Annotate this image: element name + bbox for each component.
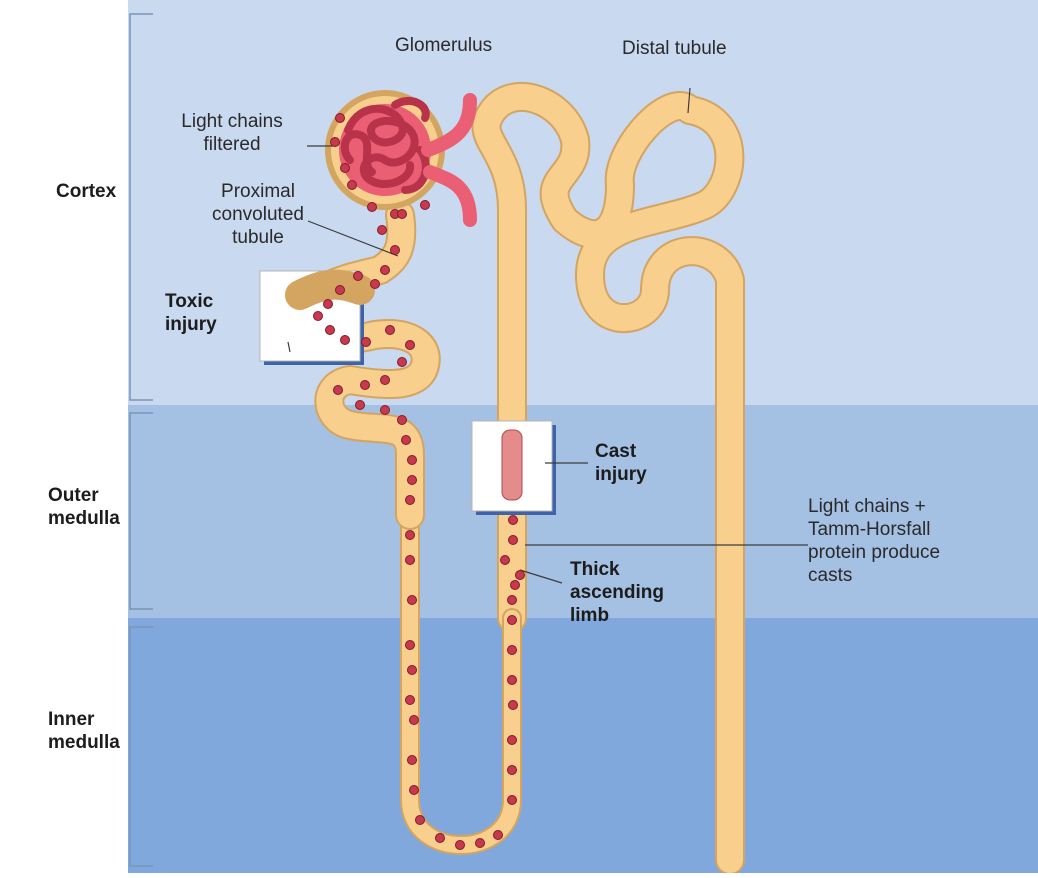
light-chain-particle xyxy=(398,210,407,219)
light-chain-particle xyxy=(406,341,415,350)
light-chain-particle xyxy=(314,312,323,321)
light-chain-particle xyxy=(416,816,425,825)
cortex-label: Cortex xyxy=(56,180,116,203)
light-chain-particle xyxy=(371,280,380,289)
distal-tubule-label: Distal tubule xyxy=(622,37,727,60)
light-chain-particle xyxy=(456,841,465,850)
light-chain-particle xyxy=(398,358,407,367)
light-chain-particle xyxy=(509,536,518,545)
glomerulus-label: Glomerulus xyxy=(395,34,492,57)
light-chain-particle xyxy=(509,516,518,525)
cast-icon xyxy=(502,430,522,500)
light-chain-particle xyxy=(398,416,407,425)
thick-ascending-limb-label: Thick ascending limb xyxy=(570,558,664,627)
light-chain-particle xyxy=(511,581,520,590)
light-chain-particle xyxy=(324,300,333,309)
light-chain-particle xyxy=(408,456,417,465)
light-chain-particle xyxy=(408,756,417,765)
toxic-injury-box xyxy=(260,271,364,365)
light-chain-particle xyxy=(494,831,503,840)
light-chain-particle xyxy=(356,401,365,410)
casts-note-label: Light chains + Tamm-Horsfall protein pro… xyxy=(808,495,940,587)
light-chain-particle xyxy=(381,376,390,385)
light-chain-particle xyxy=(341,336,350,345)
light-chain-particle xyxy=(436,834,445,843)
light-chain-particle xyxy=(509,701,518,710)
light-chain-particle xyxy=(381,266,390,275)
outer-medulla-label: Outer medulla xyxy=(48,484,120,530)
light-chain-particle xyxy=(361,381,370,390)
light-chain-particle xyxy=(408,596,417,605)
light-chain-particle xyxy=(362,338,371,347)
light-chain-particle xyxy=(508,766,517,775)
light-chain-particle xyxy=(354,272,363,281)
light-chain-particle xyxy=(326,326,335,335)
light-chain-particle xyxy=(406,556,415,565)
light-chain-particle xyxy=(406,496,415,505)
light-chain-particle xyxy=(406,531,415,540)
light-chain-particle xyxy=(391,246,400,255)
light-chain-particle xyxy=(406,696,415,705)
light-chain-particle xyxy=(331,138,340,147)
inner-medulla-band xyxy=(128,618,1038,873)
light-chain-particle xyxy=(516,571,525,580)
inner-medulla-label: Inner medulla xyxy=(48,708,120,754)
light-chain-particle xyxy=(476,839,485,848)
light-chain-particle xyxy=(406,641,415,650)
proximal-tubule-label: Proximal convoluted tubule xyxy=(183,180,333,249)
light-chain-particle xyxy=(336,114,345,123)
light-chain-particle xyxy=(410,786,419,795)
light-chain-particle xyxy=(508,616,517,625)
light-chain-particle xyxy=(410,716,419,725)
light-chain-particle xyxy=(402,436,411,445)
light-chain-particle xyxy=(334,386,343,395)
light-chain-particle xyxy=(381,406,390,415)
light-chain-particle xyxy=(508,736,517,745)
cast-injury-box xyxy=(472,421,556,515)
light-chain-particle xyxy=(508,796,517,805)
light-chain-particle xyxy=(408,476,417,485)
light-chain-particle xyxy=(508,646,517,655)
light-chain-particle xyxy=(408,666,417,675)
toxic-injury-label: Toxic injury xyxy=(165,290,217,336)
light-chain-particle xyxy=(501,556,510,565)
light-chain-particle xyxy=(421,201,430,210)
light-chain-particle xyxy=(378,226,387,235)
light-chain-particle xyxy=(341,164,350,173)
light-chain-particle xyxy=(508,676,517,685)
light-chain-particle xyxy=(348,181,357,190)
light-chain-particle xyxy=(508,596,517,605)
light-chain-particle xyxy=(336,286,345,295)
light-chain-particle xyxy=(386,326,395,335)
light-chains-filtered-label: Light chains filtered xyxy=(157,110,307,156)
cast-injury-label: Cast injury xyxy=(595,440,647,486)
light-chain-particle xyxy=(368,203,377,212)
